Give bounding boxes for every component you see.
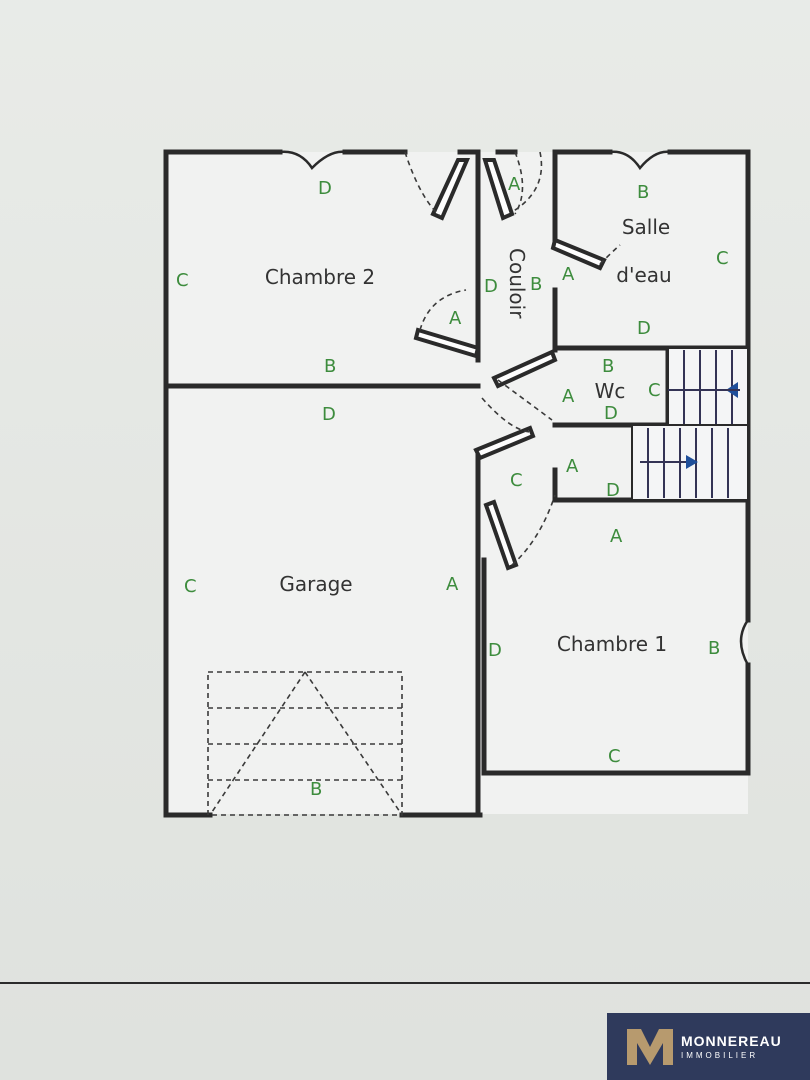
wall-side-labels: D C B A D A B B C A D B A C D C A D D C … <box>176 174 729 800</box>
side-label: D <box>322 404 336 425</box>
side-label: D <box>637 318 651 339</box>
room-label-chambre-1: Chambre 1 <box>557 632 667 656</box>
room-label-garage: Garage <box>279 572 352 596</box>
side-label: D <box>488 640 502 661</box>
side-label: C <box>716 248 729 269</box>
garage-upper-stairs-outline <box>207 671 403 816</box>
door-swings <box>404 151 621 566</box>
side-label: A <box>562 386 575 407</box>
side-label: C <box>176 270 189 291</box>
staircase-upper <box>667 347 749 426</box>
side-label: A <box>610 526 623 547</box>
side-label: A <box>449 308 462 329</box>
side-label: A <box>446 574 459 595</box>
floor-plan: Chambre 2 Couloir Salle d'eau Wc Garage … <box>163 149 751 818</box>
side-label: B <box>530 274 542 295</box>
side-label: C <box>184 576 197 597</box>
agency-logo: MONNEREAU IMMOBILIER <box>607 1013 810 1080</box>
side-label: B <box>708 638 720 659</box>
logo-text: MONNEREAU IMMOBILIER <box>681 1033 782 1060</box>
side-label: D <box>606 480 620 501</box>
side-label: A <box>566 456 579 477</box>
room-label-deau: d'eau <box>616 263 671 287</box>
room-label-couloir: Couloir <box>505 248 529 319</box>
side-label: C <box>608 746 621 767</box>
side-label: C <box>648 380 661 401</box>
side-label: B <box>324 356 336 377</box>
room-label-wc: Wc <box>595 379 626 403</box>
doors <box>279 150 750 666</box>
screen-edge-line <box>0 982 810 984</box>
side-label: B <box>310 779 322 800</box>
side-label: D <box>484 276 498 297</box>
monnereau-logo-mark-icon <box>627 1028 673 1065</box>
room-label-salle: Salle <box>622 215 670 239</box>
room-label-chambre-2: Chambre 2 <box>265 265 375 289</box>
staircase-lower <box>631 424 749 501</box>
side-label: A <box>562 264 575 285</box>
logo-name: MONNEREAU <box>681 1033 782 1049</box>
side-label: C <box>510 470 523 491</box>
side-label: A <box>508 174 521 195</box>
logo-subtitle: IMMOBILIER <box>681 1051 759 1060</box>
side-label: B <box>602 356 614 377</box>
side-label: B <box>637 182 649 203</box>
side-label: D <box>318 178 332 199</box>
side-label: D <box>604 403 618 424</box>
